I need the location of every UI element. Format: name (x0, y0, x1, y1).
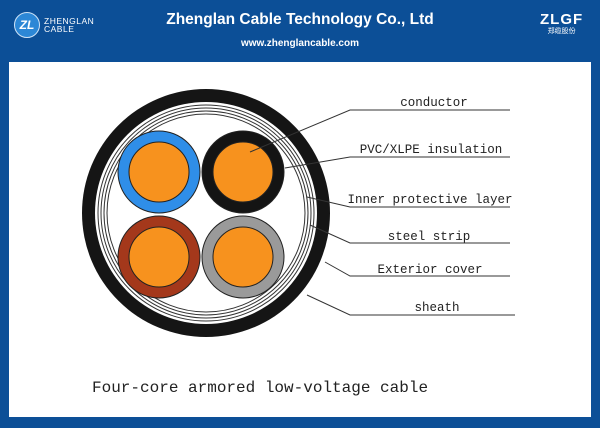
label-insulation: PVC/XLPE insulation (360, 143, 503, 157)
company-title: Zhenglan Cable Technology Co., Ltd (166, 11, 434, 28)
label-exterior-cover: Exterior cover (377, 263, 482, 277)
label-inner-protective-layer: Inner protective layer (347, 193, 512, 207)
conductor (128, 226, 190, 288)
exterior-cover-gap (95, 102, 317, 324)
logo-text: ZHENGLAN CABLE (44, 16, 95, 34)
header: ZL ZHENGLAN CABLE Zhenglan Cable Technol… (0, 0, 600, 60)
logo-mark: ZL (14, 12, 40, 38)
zlgf-logo: ZLGF 郑缆股份 (540, 12, 583, 36)
zlgf-chinese: 郑缆股份 (547, 28, 576, 35)
leader-conductor (249, 109, 510, 153)
diagram-caption: Four-core armored low-voltage cable (92, 379, 428, 397)
company-url: www.zhenglancable.com (241, 38, 359, 49)
leader-lines (249, 109, 515, 316)
steel-strip-ring (100, 107, 312, 319)
logo-line1: ZHENGLAN (44, 16, 95, 26)
conductor (212, 226, 274, 288)
inner-protective-layer (103, 110, 309, 316)
inner-protective-layer (106, 113, 306, 313)
logo-line2: CABLE (44, 24, 75, 34)
leader-inner-layer (306, 196, 510, 208)
label-sheath: sheath (414, 301, 459, 315)
leader-insulation (284, 156, 510, 169)
conductor (128, 141, 190, 203)
cable-cross-section (82, 89, 330, 337)
zlgf-text: ZLGF (540, 11, 584, 28)
conductor (212, 141, 274, 203)
leader-sheath (306, 294, 515, 316)
steel-strip-ring (97, 104, 315, 322)
label-conductor: conductor (400, 96, 468, 110)
label-steel-strip: steel strip (388, 230, 471, 244)
leader-exterior-cover (324, 261, 510, 277)
zhenglan-logo: ZL ZHENGLAN CABLE (14, 12, 94, 38)
leader-steel-strip (309, 224, 510, 244)
